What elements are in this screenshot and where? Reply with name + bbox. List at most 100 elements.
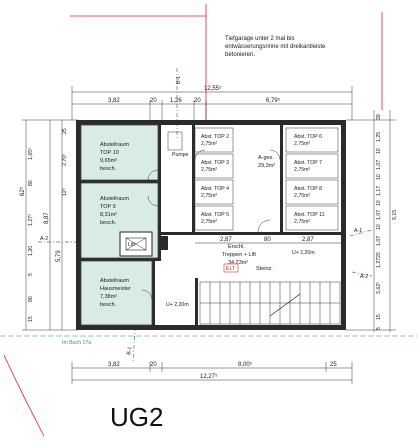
svg-text:A-2: A-2 bbox=[360, 274, 368, 280]
cage-top5-label: Abst. TOP 5 2,75m² bbox=[201, 212, 229, 225]
storage-cages-right-column bbox=[285, 127, 339, 231]
svg-text:2,75m²: 2,75m² bbox=[201, 193, 217, 199]
svg-text:1,07: 1,07 bbox=[376, 236, 382, 246]
svg-text:TOP 9: TOP 9 bbox=[100, 204, 116, 210]
svg-text:Steinz.: Steinz. bbox=[256, 266, 273, 272]
svg-text:12,55⁵: 12,55⁵ bbox=[204, 85, 222, 92]
svg-text:2,75m²: 2,75m² bbox=[294, 167, 310, 173]
svg-text:TOP 10: TOP 10 bbox=[100, 150, 119, 156]
svg-text:Tiefgarage unter 2 mal bis: Tiefgarage unter 2 mal bis bbox=[225, 36, 294, 42]
svg-text:Abst. TOP 2: Abst. TOP 2 bbox=[201, 134, 229, 140]
pump-shaft: Pumpe bbox=[167, 131, 189, 158]
svg-text:1,07: 1,07 bbox=[376, 210, 382, 220]
svg-text:2,70⁵: 2,70⁵ bbox=[62, 154, 68, 166]
section-marker-a1: A-1 bbox=[349, 228, 373, 237]
svg-text:Pumpe: Pumpe bbox=[172, 152, 189, 158]
svg-text:12,27⁵: 12,27⁵ bbox=[200, 373, 218, 380]
cage-top11-label: Abst. TOP 11 2,75m² bbox=[294, 212, 325, 225]
svg-text:B-1: B-1 bbox=[126, 346, 133, 355]
svg-text:2,75m²: 2,75m² bbox=[294, 219, 310, 225]
svg-text:20: 20 bbox=[150, 362, 157, 368]
svg-text:Abst. TOP 5: Abst. TOP 5 bbox=[201, 212, 229, 218]
lift: Lift bbox=[119, 231, 168, 257]
right-dimensions: 39 1,25 10 1,07 10 1,17 10 1,07 10 1,07 … bbox=[346, 110, 398, 332]
svg-text:besch.: besch. bbox=[100, 166, 117, 172]
svg-text:Erschl.: Erschl. bbox=[228, 244, 245, 250]
room-hausmeister-label: Abstellraum Hausmeister 7,38m² besch. bbox=[100, 278, 131, 308]
middle-dimensions: 2,87 80 2,87 bbox=[195, 237, 341, 244]
svg-text:80: 80 bbox=[28, 296, 34, 302]
svg-text:1,27: 1,27 bbox=[376, 258, 382, 268]
door-swings bbox=[141, 149, 281, 301]
svg-text:12⁵: 12⁵ bbox=[62, 188, 68, 196]
svg-text:betonieren.: betonieren. bbox=[225, 52, 255, 58]
svg-text:8,00⁵: 8,00⁵ bbox=[238, 361, 253, 368]
staircase bbox=[199, 281, 341, 325]
svg-text:U+ 2,20m: U+ 2,20m bbox=[166, 302, 189, 308]
svg-text:1,25: 1,25 bbox=[376, 132, 382, 142]
svg-text:2,87: 2,87 bbox=[220, 237, 232, 243]
svg-text:5: 5 bbox=[376, 327, 382, 330]
svg-text:Abst. TOP 4: Abst. TOP 4 bbox=[201, 186, 229, 192]
svg-text:1,26: 1,26 bbox=[170, 98, 182, 104]
svg-text:5: 5 bbox=[28, 273, 34, 276]
svg-text:10: 10 bbox=[376, 200, 382, 206]
section-marker-b1-top: B-1 bbox=[176, 68, 182, 140]
svg-text:10: 10 bbox=[376, 148, 382, 154]
svg-text:15: 15 bbox=[28, 316, 34, 322]
svg-text:Abstellraum: Abstellraum bbox=[100, 278, 129, 284]
svg-text:10: 10 bbox=[376, 224, 382, 230]
svg-text:2,87: 2,87 bbox=[302, 237, 314, 243]
svg-text:Abst. TOP 11: Abst. TOP 11 bbox=[294, 212, 325, 218]
section-marker-a2: A-2 bbox=[351, 271, 373, 280]
corridor-ages-label: A-ges. 29,3m² bbox=[258, 155, 275, 169]
svg-text:U+ 2,20m: U+ 2,20m bbox=[292, 250, 315, 256]
stair-hall-label: Erschl. Treppen + Lift 34,23m² Steinz. bbox=[222, 244, 273, 272]
cage-top2-label: Abst. TOP 2 2,75m² bbox=[201, 134, 229, 147]
svg-text:Abst. TOP 7: Abst. TOP 7 bbox=[294, 160, 322, 166]
svg-text:20: 20 bbox=[376, 252, 382, 258]
svg-text:3,82: 3,82 bbox=[108, 362, 120, 368]
plan-title: UG2 bbox=[110, 402, 163, 432]
electric-tag bbox=[223, 263, 239, 273]
svg-text:7,38m²: 7,38m² bbox=[100, 294, 117, 300]
bottom-dimensions: 3,82 20 8,00⁵ 25 12,27⁵ bbox=[71, 361, 353, 384]
room-top10-label: Abstellraum TOP 10 9,65m² besch. bbox=[100, 142, 129, 172]
storage-cages-left-column bbox=[194, 127, 234, 231]
svg-text:2,75m²: 2,75m² bbox=[201, 167, 217, 173]
svg-text:Abst. TOP 8: Abst. TOP 8 bbox=[294, 186, 322, 192]
svg-text:1,07: 1,07 bbox=[376, 160, 382, 170]
svg-text:62⁵: 62⁵ bbox=[19, 186, 26, 196]
cage-top6-label: Abst. TOP 6 2,75m² bbox=[294, 134, 322, 147]
svg-text:Im Buch 17a: Im Buch 17a bbox=[62, 340, 91, 346]
svg-text:ELT: ELT bbox=[226, 266, 236, 272]
svg-text:10: 10 bbox=[376, 174, 382, 180]
svg-text:9,15: 9,15 bbox=[392, 210, 398, 220]
svg-text:Abstellraum: Abstellraum bbox=[100, 196, 129, 202]
svg-text:25: 25 bbox=[62, 128, 68, 134]
svg-text:A-ges.: A-ges. bbox=[258, 155, 274, 161]
svg-text:2,75m²: 2,75m² bbox=[201, 141, 217, 147]
cage-top7-label: Abst. TOP 7 2,75m² bbox=[294, 160, 322, 173]
svg-text:1,17: 1,17 bbox=[376, 186, 382, 196]
svg-text:25: 25 bbox=[330, 362, 337, 368]
svg-text:B-1: B-1 bbox=[176, 76, 182, 84]
svg-text:3,62⁵: 3,62⁵ bbox=[376, 282, 382, 294]
neighbor-boundary: Im Buch 17a bbox=[0, 335, 417, 346]
svg-text:Abst. TOP 6: Abst. TOP 6 bbox=[294, 134, 322, 140]
building-walls bbox=[76, 120, 346, 330]
svg-text:Abst. TOP 3: Abst. TOP 3 bbox=[201, 160, 229, 166]
svg-text:20: 20 bbox=[150, 98, 157, 104]
svg-text:8,87: 8,87 bbox=[44, 212, 50, 224]
svg-text:15: 15 bbox=[376, 314, 382, 320]
svg-text:A-1: A-1 bbox=[354, 228, 362, 234]
svg-text:1,65⁵: 1,65⁵ bbox=[28, 148, 34, 160]
room-top10 bbox=[80, 124, 159, 181]
svg-text:80: 80 bbox=[264, 237, 271, 243]
svg-text:34,23m²: 34,23m² bbox=[228, 260, 248, 266]
svg-text:80: 80 bbox=[28, 180, 34, 186]
svg-text:besch.: besch. bbox=[100, 220, 117, 226]
svg-text:1,27⁵: 1,27⁵ bbox=[28, 214, 34, 226]
svg-text:29,3m²: 29,3m² bbox=[258, 163, 275, 169]
